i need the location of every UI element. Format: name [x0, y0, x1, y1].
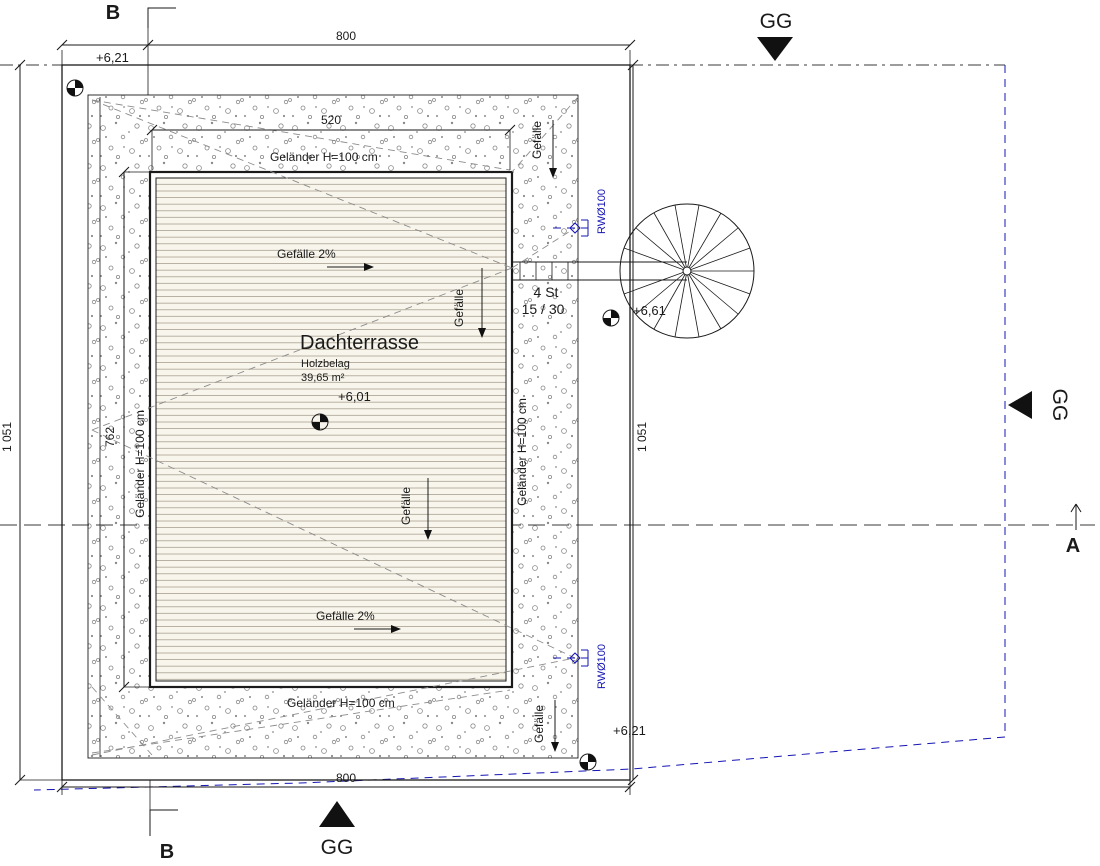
slope-arrow-right-icon — [364, 263, 374, 271]
drain-top — [553, 219, 589, 237]
stair-riser-tread: 15 / 30 — [522, 301, 565, 317]
railing-label-right: Geländer H=100 cm — [515, 398, 529, 506]
level-stair: +6,61 — [633, 303, 666, 318]
section-gg-top-arrow-icon — [757, 37, 793, 61]
dim-width-top: 800 — [336, 29, 356, 43]
terrace-deck — [148, 170, 514, 689]
slope-2pct-top: Gefälle 2% — [277, 247, 336, 261]
section-markers: B B GG GG GG A — [106, 2, 1082, 863]
slope-arrow-right-icon — [391, 625, 401, 633]
section-gg-right-label: GG — [1048, 389, 1071, 422]
dim-width-bottom: 800 — [336, 771, 356, 785]
benchmark-stair — [602, 309, 620, 327]
dim-deck-width: 520 — [321, 113, 341, 127]
railing-label-left: Geländer H=100 cm — [133, 410, 147, 518]
slope-annotations: Gefälle 2% Gefälle Gefälle Gefälle 2% Ge… — [277, 120, 559, 752]
benchmark-roof-bottom — [579, 753, 597, 771]
slope-mid: Gefälle — [452, 289, 466, 327]
drain-label-top: RWØ100 — [596, 189, 608, 234]
railing-labels: Geländer H=100 cm Geländer H=100 cm Gelä… — [133, 150, 529, 710]
terrace-title-block: Dachterrasse Holzbelag 39,65 m² — [300, 332, 419, 384]
dim-height-left: 1 051 — [0, 422, 14, 452]
dim-height-right: 1 051 — [635, 422, 649, 452]
stair-column — [682, 266, 692, 276]
slope-lower: Gefälle — [399, 487, 413, 525]
dimension-texts: 800 800 1 051 1 051 762 520 — [0, 29, 649, 785]
dim-deck-height: 762 — [103, 427, 117, 447]
slope-arrow-down-icon — [424, 530, 432, 540]
section-a-label: A — [1066, 535, 1080, 557]
section-b-top-label: B — [106, 2, 120, 24]
dimension-lines — [14, 28, 639, 810]
slope-band-bottom: Gefälle — [532, 705, 546, 743]
roof-drains: RWØ100 RWØ100 — [553, 189, 608, 689]
level-markers: +6,21 +6,01 +6,61 +6,21 — [66, 50, 666, 771]
slope-arrow-down-icon — [478, 328, 486, 338]
section-gg-right-arrow-icon — [1008, 391, 1032, 419]
level-roof-top: +6,21 — [96, 50, 129, 65]
level-roof-bottom: +6,21 — [613, 723, 646, 738]
slope-band-top: Gefälle — [530, 121, 544, 159]
railing-label-top: Geländer H=100 cm — [270, 150, 378, 164]
section-gg-bottom-arrow-icon — [319, 801, 355, 827]
terrace-area: 39,65 m² — [301, 372, 345, 384]
deck-boards — [155, 177, 507, 682]
section-b-bottom-bracket — [149, 809, 178, 836]
section-gg-bottom-label: GG — [321, 836, 354, 859]
slope-2pct-bottom: Gefälle 2% — [316, 609, 375, 623]
stair-landing — [512, 261, 687, 281]
terrace-title: Dachterrasse — [300, 332, 419, 354]
spiral-stair-treads — [623, 204, 754, 338]
benchmark-terrace — [311, 413, 329, 431]
stair-step-count: 4 St — [534, 284, 559, 300]
drain-label-bottom: RWØ100 — [596, 644, 608, 689]
level-terrace: +6,01 — [338, 389, 371, 404]
railing-label-bottom: Geländer H=100 cm — [287, 696, 395, 710]
section-b-bottom-label: B — [160, 841, 174, 863]
section-b-top-bracket — [147, 7, 176, 28]
section-a-arrow-icon — [1070, 503, 1082, 530]
slope-lines — [91, 96, 579, 756]
roof-edge — [61, 64, 631, 781]
drain-bottom — [553, 649, 589, 667]
terrace-material: Holzbelag — [301, 358, 350, 370]
slope-arrow-down-icon — [549, 168, 557, 178]
spiral-stair: 4 St 15 / 30 — [512, 203, 755, 339]
slope-arrow-down-icon — [551, 742, 559, 752]
site-boundary-bottom — [33, 736, 1006, 791]
benchmark-roof-top — [66, 79, 84, 97]
section-gg-top-label: GG — [760, 10, 793, 33]
